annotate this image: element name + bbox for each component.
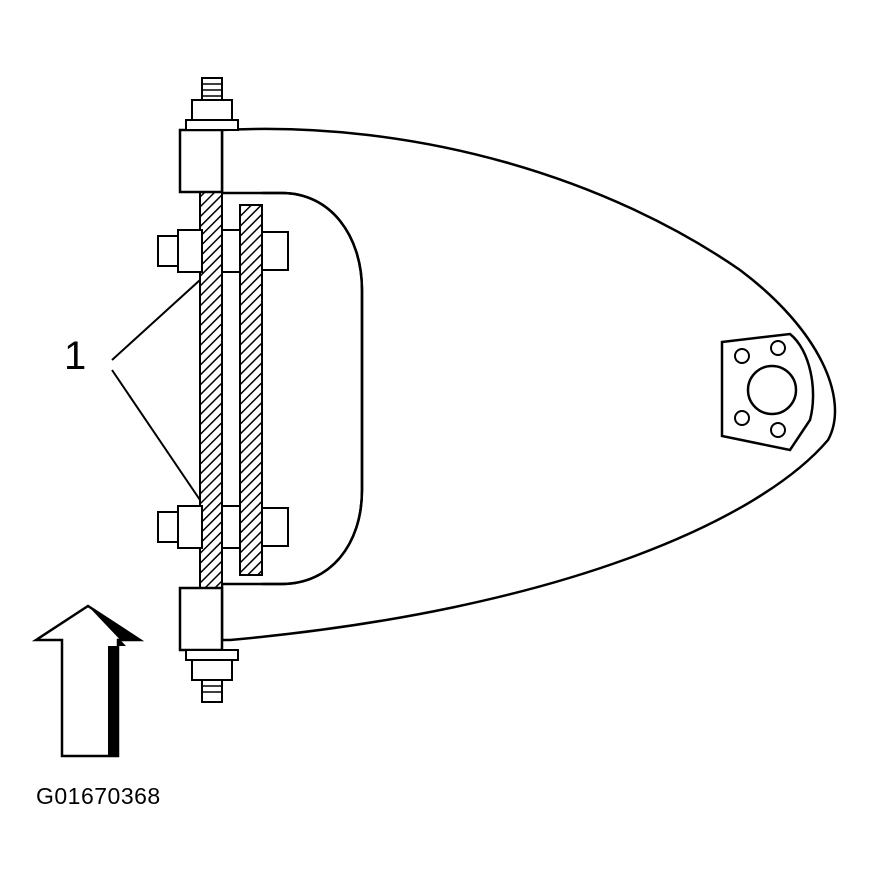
ball-joint-bore bbox=[746, 364, 798, 416]
upper-bolt-head-left bbox=[157, 235, 179, 267]
upper-bolt-nut-right bbox=[261, 231, 289, 271]
flange-bolt-hole bbox=[770, 422, 786, 438]
upper-bolt-spacer bbox=[221, 229, 241, 273]
shim-pack bbox=[239, 204, 263, 576]
control-arm-inner-cutout bbox=[262, 191, 364, 586]
flange-bolt-hole bbox=[734, 348, 750, 364]
lower-bolt-nut-right bbox=[261, 507, 289, 547]
callout-leader-lower bbox=[111, 369, 201, 501]
lower-bolt-head-left bbox=[157, 511, 179, 543]
lower-washer bbox=[185, 649, 239, 661]
up-arrow-icon bbox=[31, 604, 145, 758]
upper-bushing-block bbox=[178, 128, 224, 194]
flange-bolt-hole bbox=[734, 410, 750, 426]
upper-bolt-nut-left bbox=[177, 229, 203, 273]
pivot-shaft bbox=[199, 189, 223, 591]
flange-bolt-hole bbox=[770, 340, 786, 356]
upper-nut bbox=[191, 99, 233, 121]
lower-nut bbox=[191, 659, 233, 681]
lower-stud bbox=[201, 679, 223, 703]
figure-id: G01670368 bbox=[36, 783, 161, 809]
lower-bushing-block bbox=[178, 586, 224, 652]
lower-bolt-spacer bbox=[221, 505, 241, 549]
callout-label-1: 1 bbox=[64, 334, 87, 378]
upper-washer bbox=[185, 119, 239, 131]
callout-leader-upper bbox=[111, 279, 201, 361]
lower-bolt-nut-left bbox=[177, 505, 203, 549]
